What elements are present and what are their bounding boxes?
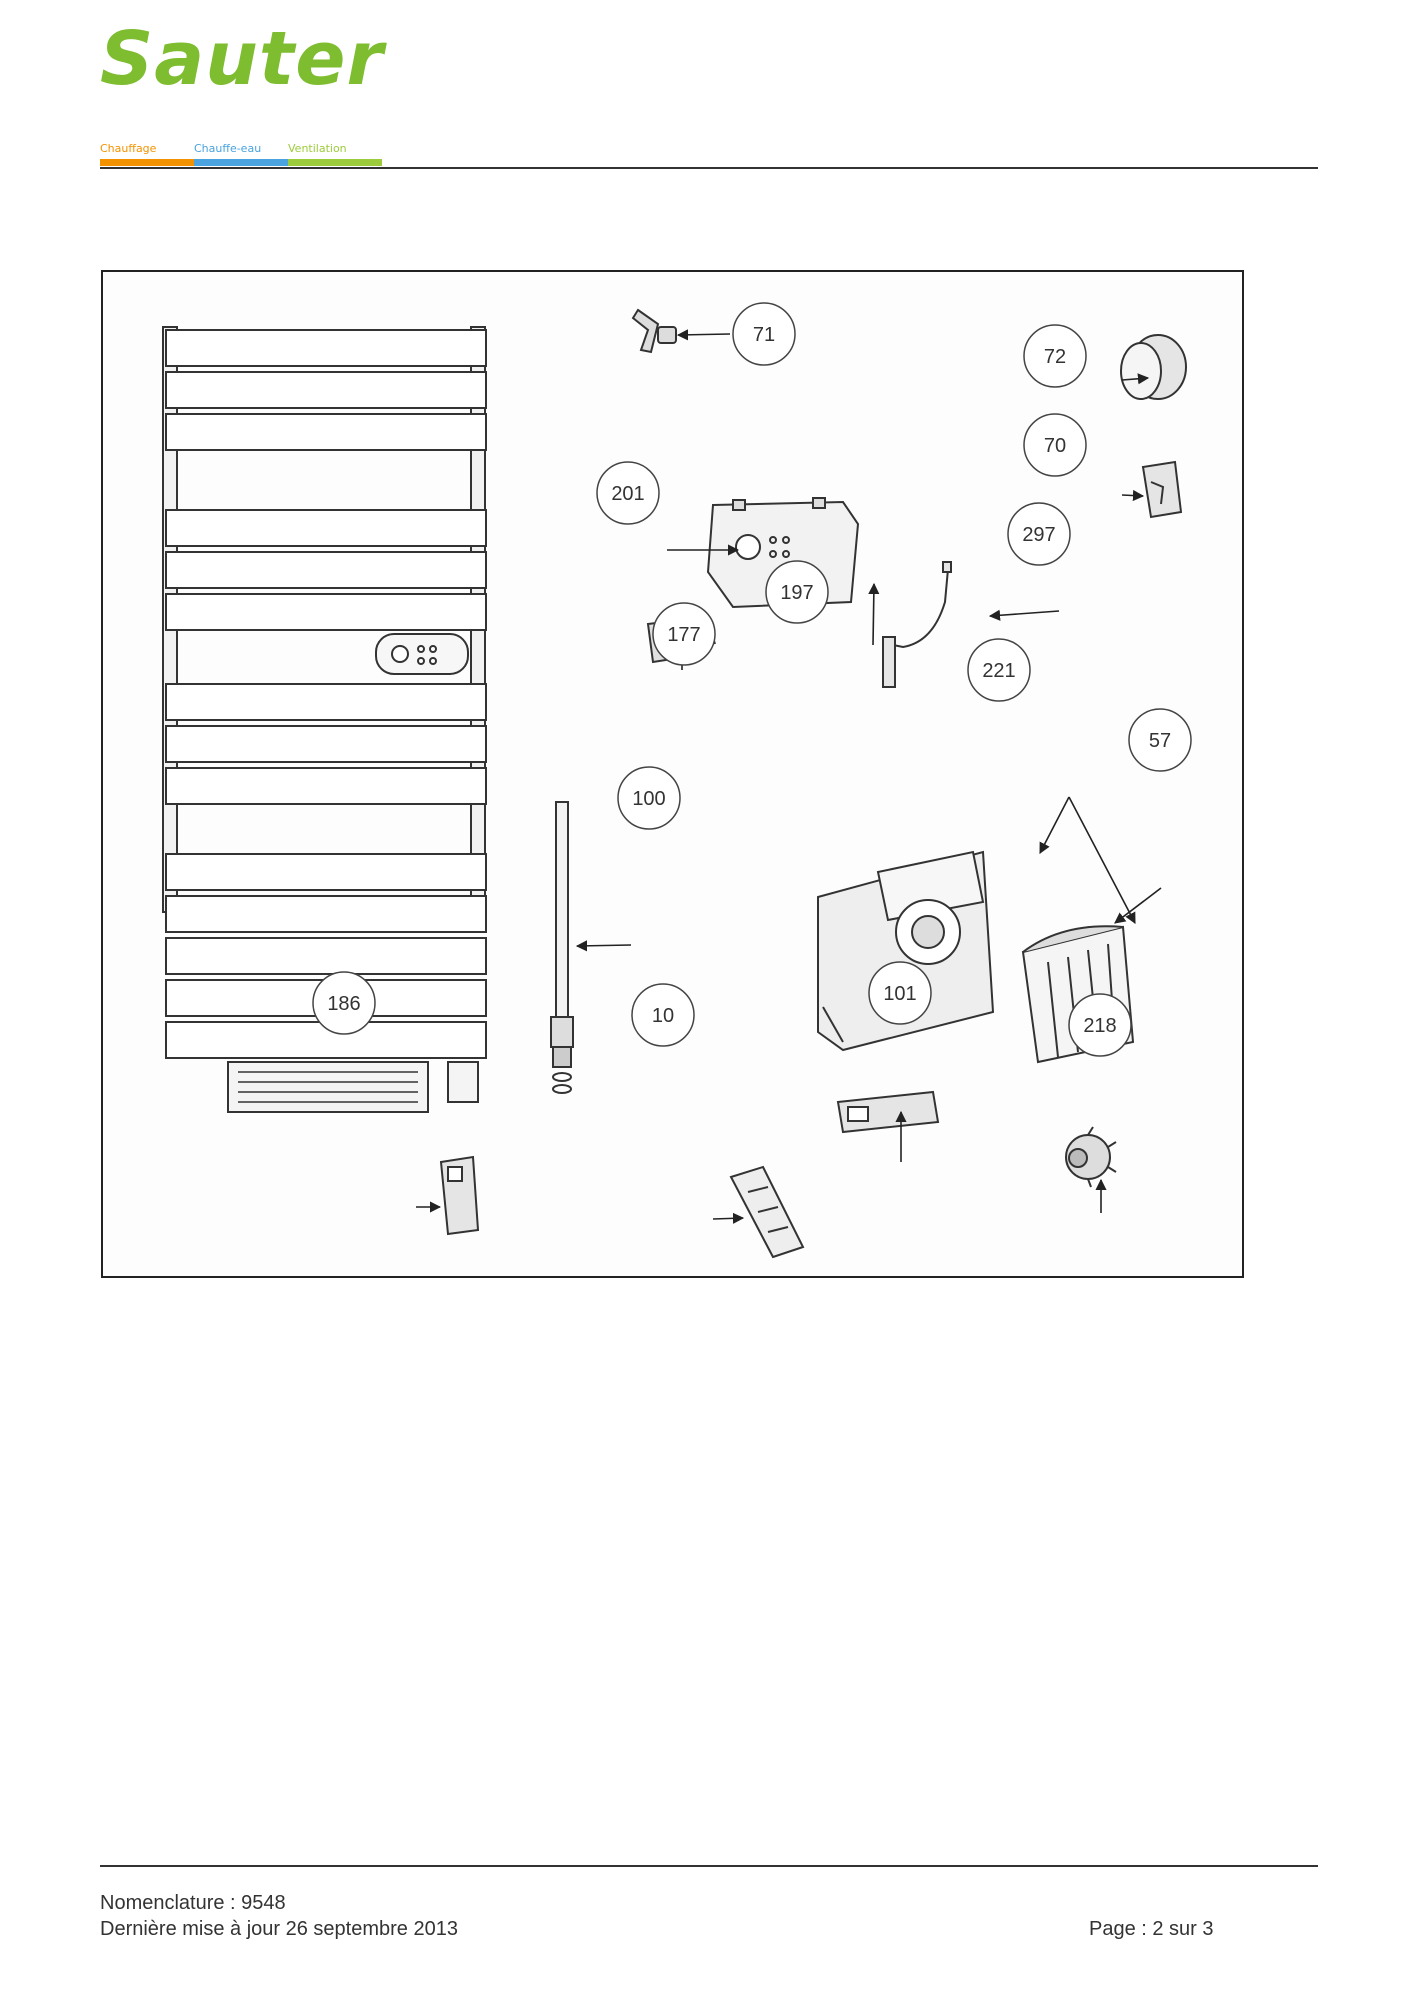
callout-label: 57 bbox=[1149, 730, 1171, 752]
category-label: Chauffe-eau bbox=[194, 142, 262, 155]
category-strip: Chauffage Chauffe-eau Ventilation bbox=[100, 142, 382, 168]
callout-circle bbox=[765, 560, 829, 624]
callout-218: 218 bbox=[1068, 993, 1132, 1057]
callout-label: 71 bbox=[753, 324, 775, 346]
category-chauffage: Chauffage bbox=[100, 142, 194, 168]
callout-circle bbox=[596, 461, 660, 525]
callout-label: 72 bbox=[1044, 346, 1066, 368]
exploded-parts-diagram: 71 72 70 201 297 197 177 221 57 100 101 218 186 10 bbox=[101, 270, 1244, 1278]
callout-label: 186 bbox=[327, 993, 360, 1015]
callout-label: 218 bbox=[1083, 1015, 1116, 1037]
callout-label: 221 bbox=[982, 660, 1015, 682]
callout-group: 71 72 70 201 297 197 177 221 57 100 101 218 186 10 bbox=[312, 302, 1192, 1057]
category-chauffe-eau: Chauffe-eau bbox=[194, 142, 288, 168]
nomenclature-text: Nomenclature : 9548 bbox=[100, 1892, 286, 1914]
part-10-drawing bbox=[729, 1165, 805, 1259]
header-divider bbox=[100, 167, 1318, 169]
callout-221: 221 bbox=[967, 638, 1031, 702]
category-bar bbox=[194, 159, 288, 166]
callout-circle bbox=[1023, 413, 1087, 477]
part-218-drawing bbox=[1065, 1126, 1117, 1188]
part-186-drawing bbox=[439, 1155, 480, 1236]
callout-70: 70 bbox=[1023, 413, 1087, 477]
part-100-drawing bbox=[550, 801, 574, 1094]
callout-circle bbox=[732, 302, 796, 366]
part-221-drawing bbox=[817, 850, 995, 1052]
callout-circle bbox=[1068, 993, 1132, 1057]
callout-177: 177 bbox=[652, 602, 716, 666]
callout-circle bbox=[312, 971, 376, 1035]
category-bar bbox=[288, 159, 382, 166]
callout-circle bbox=[617, 766, 681, 830]
callout-label: 10 bbox=[652, 1005, 674, 1027]
callout-label: 201 bbox=[611, 483, 644, 505]
callout-57: 57 bbox=[1128, 708, 1192, 772]
sauter-logo: Sauter bbox=[100, 16, 384, 102]
callout-297: 297 bbox=[1007, 502, 1071, 566]
callout-label: 70 bbox=[1044, 435, 1066, 457]
last-update-text: Dernière mise à jour 26 septembre 2013 bbox=[100, 1918, 458, 1940]
part-71-drawing bbox=[631, 308, 677, 354]
callout-72: 72 bbox=[1023, 324, 1087, 388]
callout-circle bbox=[1023, 324, 1087, 388]
callout-100: 100 bbox=[617, 766, 681, 830]
callout-label: 100 bbox=[632, 788, 665, 810]
footer-divider bbox=[100, 1865, 1318, 1867]
diagram-svg: 71 72 70 201 297 197 177 221 57 100 101 218 186 10 bbox=[162, 302, 1192, 1259]
callout-201: 201 bbox=[596, 461, 660, 525]
category-label: Ventilation bbox=[288, 142, 347, 155]
part-72-drawing bbox=[1120, 334, 1187, 400]
callout-71: 71 bbox=[732, 302, 796, 366]
part-70-drawing bbox=[1141, 460, 1183, 519]
callout-197: 197 bbox=[765, 560, 829, 624]
callout-circle bbox=[967, 638, 1031, 702]
callout-circle bbox=[868, 961, 932, 1025]
callout-101: 101 bbox=[868, 961, 932, 1025]
radiator-drawing bbox=[162, 326, 487, 1113]
page-number: Page : 2 sur 3 bbox=[1089, 1918, 1214, 1940]
callout-label: 197 bbox=[780, 582, 813, 604]
callout-186: 186 bbox=[312, 971, 376, 1035]
category-ventilation: Ventilation bbox=[288, 142, 382, 168]
callout-label: 177 bbox=[667, 624, 700, 646]
category-label: Chauffage bbox=[100, 142, 157, 155]
part-101-drawing bbox=[836, 1090, 940, 1134]
callout-label: 297 bbox=[1022, 524, 1055, 546]
category-bar bbox=[100, 159, 194, 166]
callout-10: 10 bbox=[631, 983, 695, 1047]
callout-circle bbox=[1128, 708, 1192, 772]
callout-arrows bbox=[416, 329, 1162, 1224]
callout-label: 101 bbox=[883, 983, 916, 1005]
callout-circle bbox=[1007, 502, 1071, 566]
callout-circle bbox=[652, 602, 716, 666]
callout-circle bbox=[631, 983, 695, 1047]
part-297-drawing bbox=[882, 561, 952, 688]
